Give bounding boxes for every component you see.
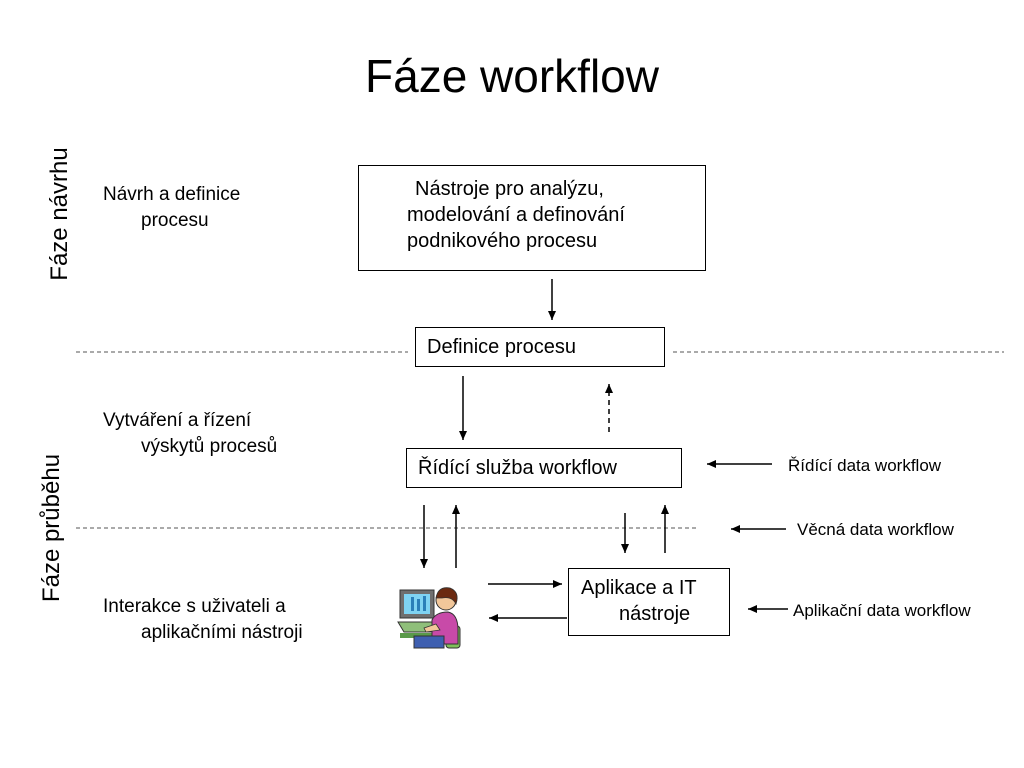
side-label-runtime: Vytváření a řízení výskytů procesů <box>103 408 277 460</box>
side-label-interaction: Interakce s uživateli a aplikačními nást… <box>103 594 303 646</box>
control-service-box: Řídící služba workflow <box>406 448 682 488</box>
side-label-runtime-line2: výskytů procesů <box>141 436 278 457</box>
applications-box: Aplikace a IT nástroje <box>568 568 730 636</box>
side-label-design-line1: Návrh a definice <box>103 184 241 205</box>
tools-box-line2: modelování a definování <box>407 204 625 226</box>
side-label-design-line2: procesu <box>141 210 209 231</box>
page-title: Fáze workflow <box>365 50 659 102</box>
side-label-design: Návrh a definice procesu <box>103 182 240 234</box>
phase-label-design: Fáze návrhu <box>46 147 73 281</box>
tools-box-line1: Nástroje pro analýzu, <box>415 178 604 200</box>
user-at-computer-icon <box>397 587 461 649</box>
side-label-runtime-line1: Vytváření a řízení <box>103 410 252 431</box>
tools-box: Nástroje pro analýzu, modelování a defin… <box>358 165 706 271</box>
relevant-data-label: Věcná data workflow <box>797 520 954 539</box>
phase-label-runtime: Fáze průběhu <box>38 453 65 603</box>
tools-box-line3: podnikového procesu <box>407 230 598 252</box>
process-definition-label: Definice procesu <box>427 336 576 358</box>
control-service-label: Řídící služba workflow <box>418 457 617 479</box>
side-label-interaction-line2: aplikačními nástroji <box>141 622 303 643</box>
process-definition-box: Definice procesu <box>415 327 665 367</box>
control-data-label: Řídící data workflow <box>788 456 942 475</box>
side-label-interaction-line1: Interakce s uživateli a <box>103 596 286 617</box>
applications-box-line1: Aplikace a IT <box>581 577 697 599</box>
application-data-label: Aplikační data workflow <box>793 601 971 620</box>
applications-box-line2: nástroje <box>619 603 691 625</box>
